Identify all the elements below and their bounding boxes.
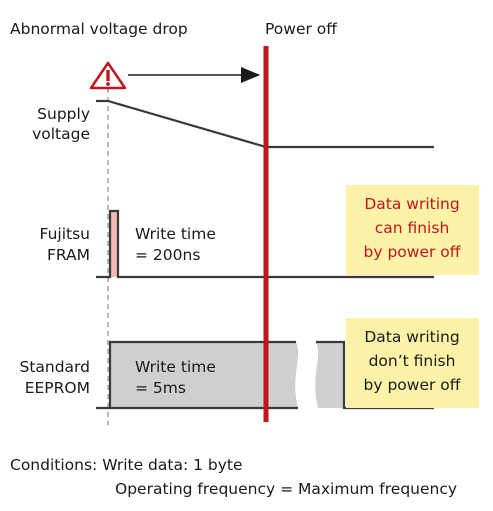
eeprom-note-line3: by power off [364,376,461,394]
conditions-line2: Operating frequency = Maximum frequency [115,480,457,498]
fram-note-line2: can finish [375,219,450,237]
fram-note-line3: by power off [364,243,461,261]
eeprom-write-time-line2: = 5ms [135,379,186,397]
abnormal-voltage-drop-label: Abnormal voltage drop [10,20,188,38]
fram-label-line2: FRAM [47,246,90,264]
eeprom-write-period-left [110,342,299,408]
eeprom-note-line2: don’t finish [369,352,456,370]
fram-note-box: Data writing can finish by power off [346,185,479,275]
fram-signal-trace [96,209,434,279]
power-off-label: Power off [265,20,337,38]
eeprom-label-line1: Standard [19,358,90,376]
eeprom-note-line1: Data writing [364,328,459,346]
eeprom-write-time-line1: Write time [135,358,216,376]
fram-write-time-line2: = 200ns [135,246,200,264]
fram-write-pulse [110,211,118,277]
fram-label-line1: Fujitsu [40,225,90,243]
eeprom-note-box: Data writing don’t finish by power off [346,318,479,408]
supply-voltage-trace [96,99,434,149]
fram-write-time-line1: Write time [135,225,216,243]
eeprom-write-period-right [315,342,344,408]
eeprom-signal-trace-left [96,340,296,410]
supply-label-line1: Supply [37,105,90,123]
eeprom-label-line2: EEPROM [25,379,90,397]
fram-note-line1: Data writing [364,195,459,213]
supply-label-line2: voltage [32,125,90,143]
warning-triangle-icon [89,61,127,90]
conditions-line1: Conditions: Write data: 1 byte [10,456,243,474]
